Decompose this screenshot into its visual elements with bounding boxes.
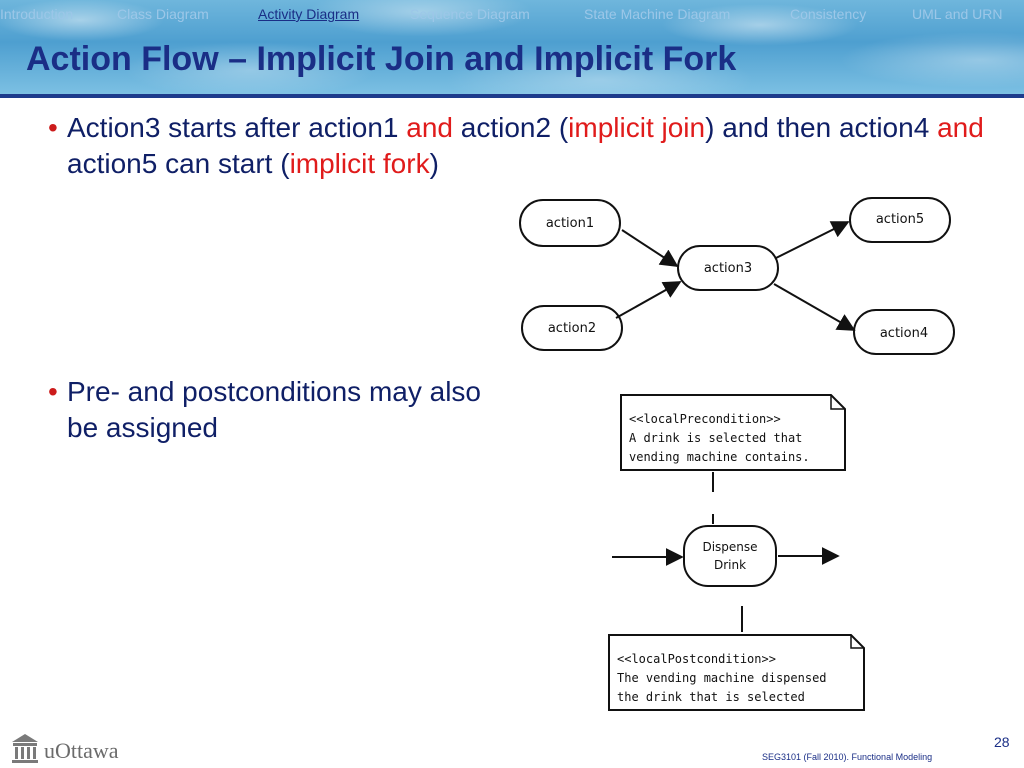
- postcondition-note: <<localPostcondition>> The vending machi…: [608, 634, 865, 711]
- flow-action2-to-action3: [615, 281, 682, 319]
- building-icon: [12, 734, 38, 763]
- action3-node: action3: [677, 245, 779, 291]
- action5-node: action5: [849, 197, 951, 243]
- nav-introduction[interactable]: Introduction: [0, 6, 74, 22]
- action2-label: action2: [548, 321, 596, 336]
- nav-class-diagram[interactable]: Class Diagram: [117, 6, 209, 22]
- precondition-line1: A drink is selected that: [629, 431, 802, 445]
- header-banner: [0, 0, 1024, 94]
- flow-action1-to-action3: [621, 229, 679, 267]
- bullet-implicit-join-fork: • Action3 starts after action1 and actio…: [48, 110, 1012, 182]
- dispense-drink-label-2: Drink: [714, 558, 746, 572]
- implicit-join-fork-diagram: action1 action2 action3 action5 action4: [519, 197, 955, 355]
- postcondition-line1: The vending machine dispensed: [617, 671, 827, 685]
- nav-state-machine-diagram[interactable]: State Machine Diagram: [584, 6, 731, 22]
- action2-node: action2: [521, 305, 623, 351]
- dispense-drink-label-1: Dispense: [702, 540, 757, 554]
- bullet1-implicit-fork: implicit fork: [289, 148, 430, 179]
- nav-consistency[interactable]: Consistency: [790, 6, 867, 22]
- postcondition-stereotype: <<localPostcondition>>: [617, 652, 776, 666]
- slide-title: Action Flow – Implicit Join and Implicit…: [26, 40, 737, 78]
- bullet1-text-2: action2 (: [453, 112, 569, 143]
- precondition-stereotype: <<localPrecondition>>: [629, 412, 781, 426]
- bullet-dot: •: [48, 112, 58, 143]
- bullet2-text: Pre- and postconditions may also be assi…: [67, 376, 481, 443]
- bullet1-text-3: ) and then action4: [705, 112, 938, 143]
- bullet1-and-1: and: [406, 112, 453, 143]
- logo-text: uOttawa: [44, 738, 119, 763]
- action1-node: action1: [519, 199, 621, 247]
- bullet1-and-2: and: [937, 112, 984, 143]
- flow-action3-to-action5: [775, 221, 850, 259]
- bullet-pre-postconditions: • Pre- and postconditions may also be as…: [48, 374, 507, 446]
- section-nav: Introduction Class Diagram Activity Diag…: [0, 6, 1024, 28]
- precondition-note: <<localPrecondition>> A drink is selecte…: [620, 394, 846, 471]
- flow-action3-to-action4: [773, 283, 856, 331]
- dispense-drink-node: Dispense Drink: [683, 525, 777, 587]
- bullet-dot: •: [48, 376, 58, 407]
- precondition-line2: vending machine contains.: [629, 450, 810, 464]
- bullet1-text-5: ): [429, 148, 439, 179]
- bullet1-text-1: Action3 starts after action1: [67, 112, 407, 143]
- action4-label: action4: [880, 326, 928, 341]
- action5-label: action5: [876, 212, 924, 227]
- action1-label: action1: [546, 216, 594, 231]
- postcondition-line2: the drink that is selected: [617, 690, 805, 704]
- bullet1-text-4: action5 can start (: [67, 148, 290, 179]
- action3-label: action3: [704, 261, 752, 276]
- pre-post-condition-diagram: <<localPrecondition>> A drink is selecte…: [608, 394, 865, 711]
- action4-node: action4: [853, 309, 955, 355]
- nav-activity-diagram[interactable]: Activity Diagram: [258, 6, 360, 22]
- uottawa-logo: uOttawa: [10, 732, 160, 766]
- course-footer: SEG3101 (Fall 2010). Functional Modeling: [762, 752, 933, 762]
- page-number: 28: [994, 734, 1010, 750]
- bullet1-implicit-join: implicit join: [568, 112, 706, 143]
- nav-sequence-diagram[interactable]: Sequence Diagram: [410, 6, 530, 22]
- header-divider: [0, 94, 1024, 98]
- nav-uml-and-urn[interactable]: UML and URN: [912, 6, 1003, 22]
